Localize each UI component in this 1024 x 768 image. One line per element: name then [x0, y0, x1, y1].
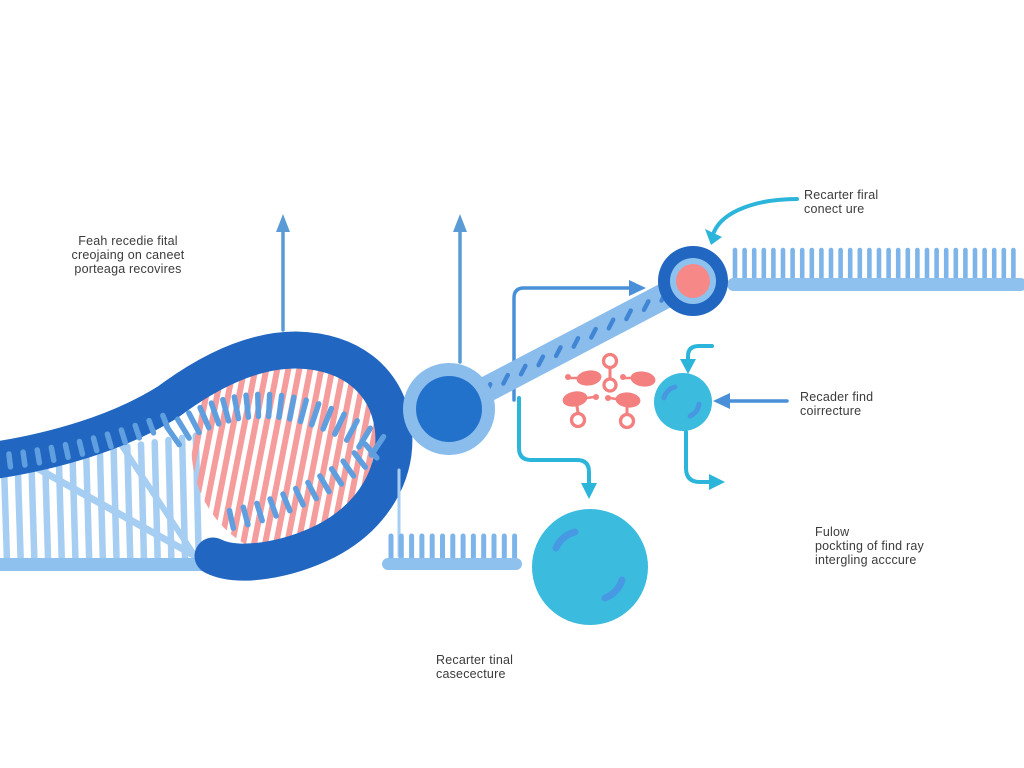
receptor-circle: [658, 246, 728, 316]
label-line: Feah recedie fital: [78, 234, 178, 248]
label-line: porteaga recovires: [74, 262, 182, 276]
large-vesicle-circle: [532, 509, 648, 625]
label-bottom-center: Recarter tinal casececture: [436, 653, 513, 681]
label-bottom-right: Fulow pockting of find ray intergling ac…: [815, 525, 924, 567]
cell-membrane-wave: [0, 331, 413, 581]
label-top-right: Recarter firal conect ure: [804, 188, 878, 216]
label-top-left: Feah recedie fital creojaing on caneet p…: [52, 234, 204, 276]
label-mid-right: Recader find coirrecture: [800, 390, 873, 418]
membrane-comb-bottom: [382, 468, 522, 570]
label-line: intergling acccure: [815, 553, 917, 567]
membrane-inner-teeth: [6, 391, 387, 531]
central-vesicle-circle: [403, 363, 495, 455]
label-line: creojaing on caneet: [71, 248, 185, 262]
label-line: coirrecture: [800, 404, 862, 418]
membrane-top-right: [727, 247, 1024, 291]
curved-arrow-receptor: [705, 197, 799, 245]
elbow-arrows: [512, 280, 646, 499]
endosome-circle: [654, 344, 789, 490]
up-arrows: [276, 214, 467, 364]
label-line: Fulow: [815, 525, 850, 539]
label-line: Recarter tinal: [436, 653, 514, 667]
label-line: conect ure: [804, 202, 865, 216]
label-line: pockting of find ray: [815, 539, 924, 553]
label-line: Recader find: [800, 390, 874, 404]
label-line: Recarter firal: [804, 188, 879, 202]
ligand-molecules: [562, 352, 656, 430]
label-line: casececture: [436, 667, 506, 681]
